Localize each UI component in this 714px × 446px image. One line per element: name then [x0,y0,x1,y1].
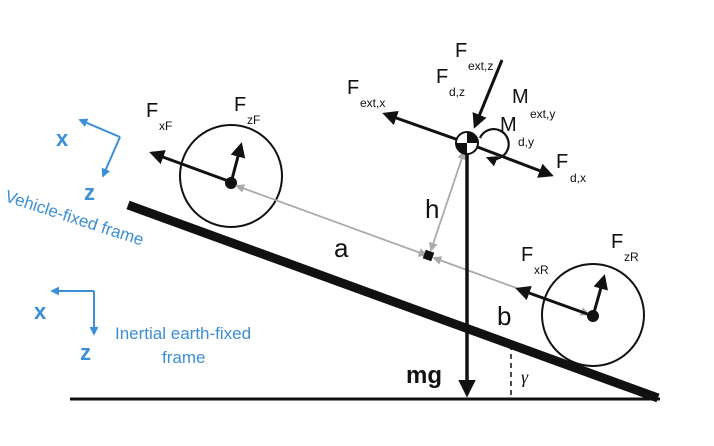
rear-longitudinal-force-label: F xR [521,244,549,277]
vehicle-frame-label: Vehicle-fixed frame [3,187,146,250]
svg-text:d,z: d,z [449,85,465,99]
external-moment-label: M ext,y [512,86,555,121]
svg-text:ext,z: ext,z [468,59,493,73]
dimension-h-line [429,150,466,252]
svg-text:d,x: d,x [570,171,586,185]
rear-normal-force-arrow [591,274,608,317]
svg-text:F: F [347,77,359,99]
svg-text:F: F [455,40,467,62]
drag-force-x-arrow [466,141,554,178]
contact-reference-point [422,249,435,262]
svg-text:F: F [611,231,623,253]
drag-moment-label: M d,y [500,114,534,149]
incline-line [126,200,660,403]
front-longitudinal-force-arrow [149,150,232,184]
svg-text:xF: xF [159,119,172,133]
svg-text:F: F [556,151,568,173]
svg-text:zR: zR [624,250,639,264]
dimension-a-label: a [334,233,349,263]
drag-force-z-label: F d,z [436,66,465,99]
vehicle-frame-x-axis-arrow [78,118,121,138]
svg-text:xR: xR [534,263,549,277]
svg-text:F: F [436,66,448,88]
front-normal-force-label: F zF [234,94,260,127]
svg-text:zF: zF [247,113,260,127]
inertial-frame-label-line1: Inertial earth-fixed [115,324,251,343]
svg-text:d,y: d,y [518,135,534,149]
front-wheel [179,124,283,228]
rear-normal-force-label: F zR [611,231,639,264]
front-longitudinal-force-label: F xF [146,100,172,133]
drag-force-x-label: F d,x [556,151,586,185]
vertical-external-force-label: F ext,z [455,40,493,73]
weight-label: mg [406,362,442,389]
longitudinal-external-force-arrow [382,110,468,145]
front-normal-force-arrow [229,142,246,184]
vehicle-frame-z-label: z [84,180,95,205]
dimension-b-label: b [497,301,511,331]
svg-text:M: M [500,114,517,136]
svg-text:F: F [146,100,158,122]
vehicle-frame-x-label: x [56,126,69,151]
svg-text:F: F [521,244,533,266]
inertial-frame-label-line2: frame [162,348,205,367]
gamma-angle-label: γ [521,367,529,387]
vertical-external-force-arrow [472,59,504,129]
longitudinal-external-force-label: F ext,x [347,77,385,110]
svg-text:ext,x: ext,x [360,96,385,110]
svg-text:F: F [234,94,246,116]
rear-longitudinal-force-arrow [515,286,594,318]
center-of-gravity-symbol [455,131,479,155]
svg-text:ext,y: ext,y [530,107,555,121]
dimension-h-label: h [425,194,439,224]
vehicle-frame-z-axis-arrow [101,136,121,178]
pitch-moment-arrow [478,128,510,167]
dimension-a-line [235,184,428,257]
inertial-frame-z-label: z [80,340,91,365]
svg-text:M: M [512,86,529,108]
inertial-frame-x-label: x [34,299,47,324]
